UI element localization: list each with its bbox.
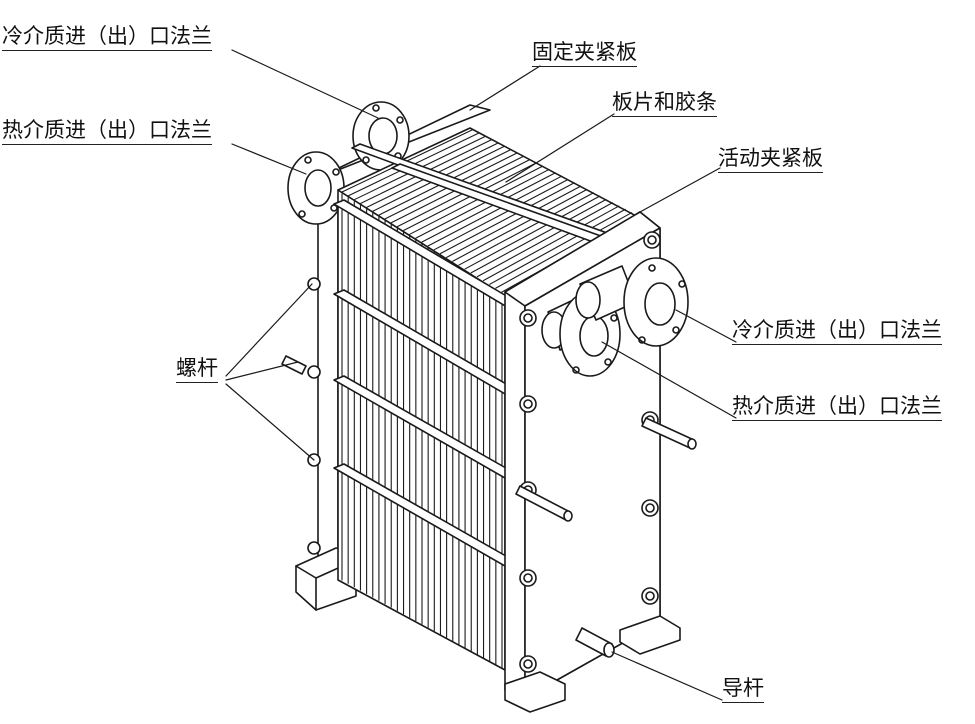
label-cold-flange-right: 冷介质进（出）口法兰 — [732, 318, 942, 345]
label-plates-and-gaskets: 板片和胶条 — [612, 90, 717, 117]
label-bolt: 螺杆 — [176, 356, 218, 383]
plate-fin-top — [446, 185, 582, 258]
right-cold-flange — [575, 257, 689, 347]
plate-fin-top — [470, 198, 607, 274]
tie-bolts — [333, 199, 521, 571]
plate-fin-top — [458, 192, 594, 266]
left-hot-flange — [287, 151, 345, 225]
plate-fin-top — [439, 182, 575, 255]
label-movable-clamping-plate: 活动夹紧板 — [718, 146, 823, 173]
leader-bolt-1 — [225, 283, 313, 377]
plate-fin-top — [489, 208, 626, 285]
plate-fin-top — [495, 212, 633, 289]
guide-rod — [575, 627, 615, 658]
leader-bolt-3 — [225, 383, 315, 461]
label-hot-flange-right: 热介质进（出）口法兰 — [732, 394, 942, 421]
plate-fin-top — [415, 169, 550, 239]
upper-guide-bars — [351, 143, 661, 259]
leader-bolt-2 — [225, 361, 299, 381]
leader-cold-left — [231, 49, 379, 119]
leader-guide-rod — [611, 651, 723, 701]
leader-hot-right — [601, 341, 737, 419]
plate-fin-top — [421, 172, 556, 243]
plate-fin-top — [409, 165, 543, 235]
leader-lines — [225, 49, 737, 701]
label-hot-flange-left: 热介质进（出）口法兰 — [2, 118, 212, 145]
plate-fin-top — [452, 188, 588, 262]
plate-fin-top — [464, 195, 601, 270]
plate-fin-top — [427, 175, 562, 247]
leader-cold-right — [675, 309, 737, 343]
plate-fin-top — [482, 205, 620, 282]
label-guide-rod: 导杆 — [722, 676, 764, 703]
leader-plates — [505, 113, 615, 183]
plate-fin-top — [476, 202, 614, 278]
leader-fixed-plate — [469, 65, 541, 111]
leader-movable-plate — [639, 167, 721, 213]
label-cold-flange-left: 冷介质进（出）口法兰 — [2, 24, 212, 51]
bolt-ends — [281, 355, 697, 522]
plate-fin-top — [433, 179, 569, 251]
label-fixed-clamping-plate: 固定夹紧板 — [532, 40, 637, 67]
leader-hot-left — [231, 143, 307, 175]
